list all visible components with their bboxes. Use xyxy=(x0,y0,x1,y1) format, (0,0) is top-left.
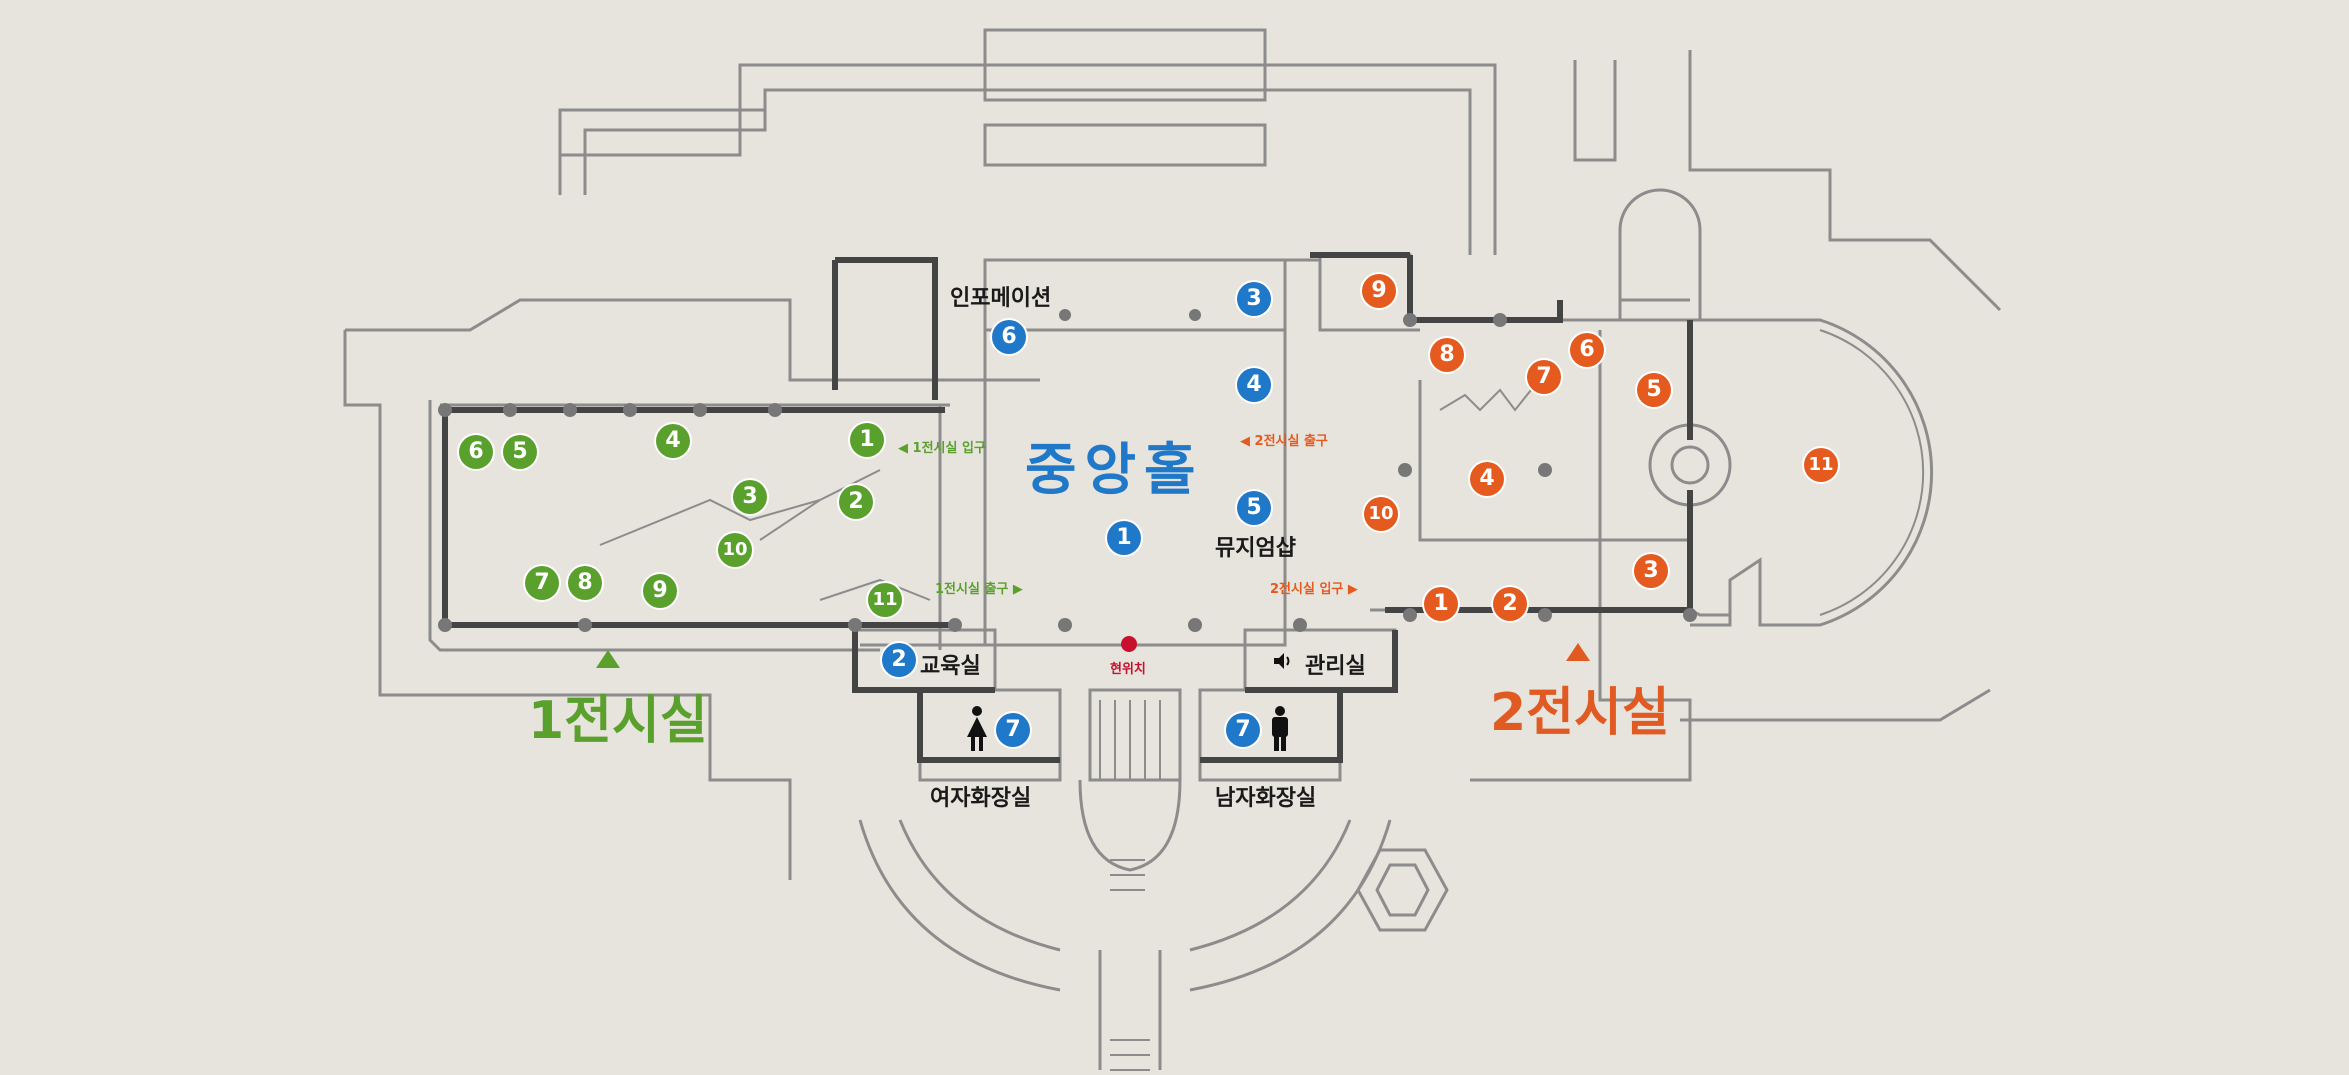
man-icon xyxy=(1272,706,1288,751)
education-room-label: 교육실 xyxy=(920,654,981,679)
hall2-marker-7: 7 xyxy=(1527,360,1561,394)
hall1-marker-10: 10 xyxy=(718,533,752,567)
hall1-marker-5: 5 xyxy=(503,435,537,469)
hall1-marker-7: 7 xyxy=(525,566,559,600)
central-marker-7-men: 7 xyxy=(1226,713,1260,747)
hall1-exit-sign: 1전시실 출구 ▶ xyxy=(935,582,1023,597)
current-location-marker xyxy=(1121,636,1137,652)
hall1-title-arrow xyxy=(596,650,620,668)
hall2-marker-2: 2 xyxy=(1493,587,1527,621)
speaker-icon xyxy=(1274,653,1290,669)
hall2-marker-5: 5 xyxy=(1637,373,1671,407)
hall2-marker-10: 10 xyxy=(1364,497,1398,531)
woman-icon xyxy=(967,706,987,751)
hall1-marker-6: 6 xyxy=(459,435,493,469)
hall1-marker-8: 8 xyxy=(568,566,602,600)
hall2-marker-6: 6 xyxy=(1570,333,1604,367)
hall2-entrance-sign: 2전시실 입구 ▶ xyxy=(1270,582,1358,597)
hall2-title-arrow xyxy=(1566,643,1590,661)
hall2-marker-3: 3 xyxy=(1634,554,1668,588)
hall2-title: 2전시실 xyxy=(1490,683,1670,743)
central-marker-4: 4 xyxy=(1237,368,1271,402)
womens-restroom-label: 여자화장실 xyxy=(930,786,1032,811)
central-marker-6: 6 xyxy=(992,320,1026,354)
central-marker-1: 1 xyxy=(1107,521,1141,555)
hall1-marker-4: 4 xyxy=(656,424,690,458)
museum-shop-label: 뮤지엄샵 xyxy=(1215,536,1296,561)
mens-restroom-label: 남자화장실 xyxy=(1215,786,1317,811)
central-marker-2: 2 xyxy=(882,643,916,677)
hall1-entrance-sign: ◀ 1전시실 입구 xyxy=(898,441,986,456)
management-office-label: 관리실 xyxy=(1305,654,1366,679)
hall2-marker-9: 9 xyxy=(1362,274,1396,308)
central-marker-5: 5 xyxy=(1237,491,1271,525)
hall1-marker-2: 2 xyxy=(839,485,873,519)
hall1-title: 1전시실 xyxy=(528,691,708,751)
central-marker-3: 3 xyxy=(1237,282,1271,316)
hall2-marker-1: 1 xyxy=(1424,587,1458,621)
hall2-marker-8: 8 xyxy=(1430,338,1464,372)
hall2-marker-11: 11 xyxy=(1804,448,1838,482)
hall1-marker-9: 9 xyxy=(643,574,677,608)
hall1-marker-11: 11 xyxy=(868,583,902,617)
hall1-marker-3: 3 xyxy=(733,480,767,514)
hall2-marker-4: 4 xyxy=(1470,462,1504,496)
hall1-marker-1: 1 xyxy=(850,423,884,457)
current-location-label: 현위치 xyxy=(1110,662,1146,677)
information-label: 인포메이션 xyxy=(950,286,1052,311)
hall2-exit-sign: ◀ 2전시실 출구 xyxy=(1240,434,1328,449)
central-hall-title: 중앙홀 xyxy=(1025,438,1204,503)
central-marker-7-women: 7 xyxy=(996,713,1030,747)
